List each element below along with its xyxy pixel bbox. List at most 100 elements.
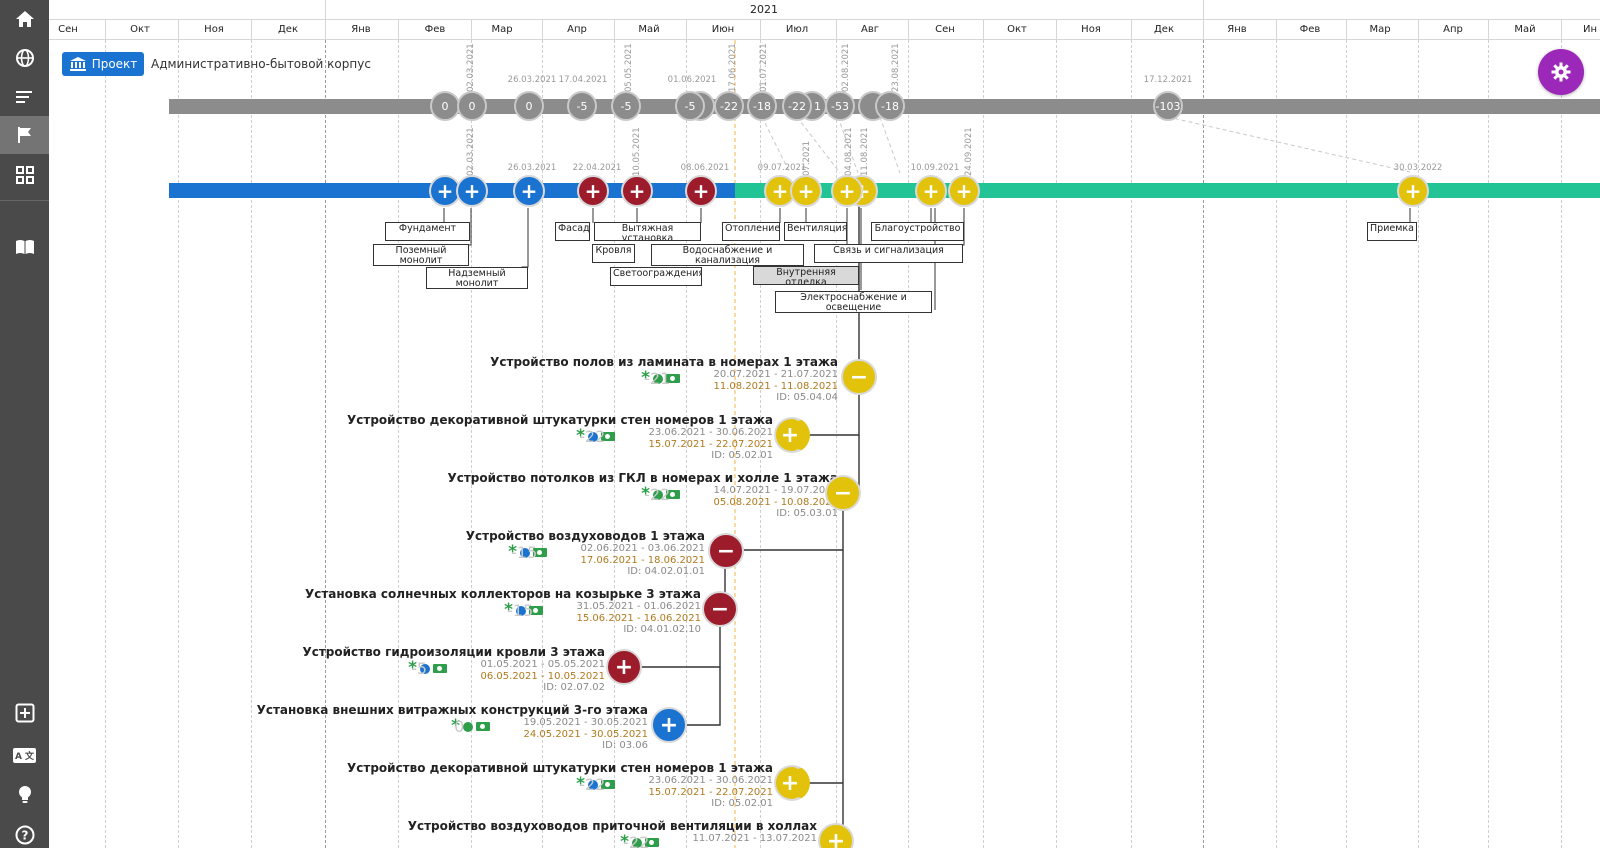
milestone-marker[interactable]: + [948,175,980,207]
month-gridline [686,40,687,848]
task-toggle-button[interactable]: − [825,475,861,511]
deviation-date: 02.03.2021 [466,43,476,92]
month-tick [760,19,761,40]
task-toggle-button[interactable]: − [702,591,738,627]
help-icon[interactable]: ? [0,816,49,848]
milestone-label[interactable]: Связь и сигнализация [814,244,963,263]
settings-button[interactable] [1538,49,1584,95]
task-deviation: -15 [511,543,538,562]
task-title[interactable]: Устройство гидроизоляции кровли 3 этажа [302,645,605,659]
task-deviation: -5 [411,659,428,678]
month-gridline [542,40,543,848]
month-gridline [836,40,837,848]
milestone-label[interactable]: Приемка [1367,222,1417,241]
task-title[interactable]: Устройство полов из ламината в номерах 1… [490,355,838,369]
milestone-marker[interactable]: + [1397,175,1429,207]
task-title[interactable]: Установка солнечных коллекторов на козыр… [304,587,701,601]
milestone-marker[interactable]: + [831,175,863,207]
task-toggle-button[interactable]: + [774,765,810,801]
task-toggle-button[interactable]: + [606,649,642,685]
task-title[interactable]: Устройство воздуховодов приточной вентил… [407,819,817,833]
deviation-marker[interactable]: -53 [825,91,855,121]
milestone-marker[interactable]: + [577,175,609,207]
task-title[interactable]: Установка внешних витражных конструкций … [256,703,648,717]
task-title[interactable]: Устройство воздуховодов 1 этажа [465,529,705,543]
milestone-label[interactable]: Фундамент [385,222,470,241]
deviation-marker[interactable]: -5 [567,91,597,121]
task-title[interactable]: Устройство потолков из ГКЛ в номерах и х… [447,471,838,485]
milestone-label[interactable]: Фасад [555,222,590,241]
milestone-label[interactable]: Электроснабжение и освещение [775,291,932,313]
money-icon [601,432,615,441]
deviation-date: 17.12.2021 [1143,75,1193,85]
milestone-marker[interactable]: + [790,175,822,207]
list-icon[interactable] [0,78,49,116]
month-tick [1561,19,1562,40]
task-toggle-button[interactable]: + [818,823,854,848]
milestone-label[interactable]: Поземный монолит [373,244,469,266]
deviation-marker[interactable]: 0 [430,91,460,121]
task-status-icons: *-15 [504,601,543,620]
deviation-marker[interactable]: -22 [782,91,812,121]
milestone-marker[interactable]: + [915,175,947,207]
add-box-icon[interactable] [0,694,49,732]
grid-icon[interactable] [0,156,49,194]
lightbulb-icon[interactable] [0,776,49,814]
milestone-marker[interactable]: + [621,175,653,207]
milestone-label[interactable]: Светоограждения [610,267,702,286]
milestone-label[interactable]: Надземный монолит [426,267,528,289]
milestone-label[interactable]: Кровля [592,244,635,263]
svg-text:?: ? [21,829,28,843]
money-icon [533,548,547,557]
month-label: Дек [1153,24,1175,35]
task-fact-dates: 11.08.2021 - 11.08.2021 [713,380,838,392]
deviation-marker[interactable]: 0 [514,91,544,121]
month-tick [686,19,687,40]
milestone-marker[interactable]: + [685,175,717,207]
deviation-marker[interactable]: -18 [875,91,905,121]
milestone-date: 26.03.2021 [507,163,557,173]
milestone-label[interactable]: Вытяжная установка [594,222,701,241]
milestone-label[interactable]: Вентиляция [784,222,847,241]
globe-icon[interactable] [0,39,49,77]
deviation-marker[interactable]: 0 [457,91,487,121]
month-label: Июн [711,24,735,35]
milestone-label[interactable]: Внутренняя отделка [753,266,859,285]
task-fact-dates: 17.06.2021 - 18.06.2021 [580,554,705,566]
deviation-marker[interactable]: -5 [675,91,705,121]
deviation-marker[interactable]: -18 [747,91,777,121]
task-title[interactable]: Устройство декоративной штукатурки стен … [347,761,773,775]
asterisk-icon: * [641,484,650,504]
milestone-date: 08.06.2021 [680,163,730,173]
deviation-marker[interactable]: -5 [611,91,641,121]
month-tick [105,19,106,40]
month-gridline [105,40,106,848]
task-toggle-button[interactable]: − [708,533,744,569]
month-gridline [1056,40,1057,848]
task-title[interactable]: Устройство декоративной штукатурки стен … [347,413,773,427]
task-status-icons: *0 [451,717,490,736]
status-dot-icon [463,721,473,732]
milestone-label[interactable]: Отопление [722,222,780,241]
flag-icon[interactable] [0,116,49,154]
milestone-label[interactable]: Водоснабжение и канализация [651,244,804,266]
book-icon[interactable] [0,228,49,266]
deviation-date: 26.03.2021 [507,75,557,85]
milestone-label[interactable]: Благоустройство [871,222,964,241]
month-tick [1131,19,1132,40]
milestone-marker[interactable]: + [513,175,545,207]
task-toggle-button[interactable]: + [774,417,810,453]
task-toggle-button[interactable]: − [841,359,877,395]
task-fact-dates: 15.06.2021 - 16.06.2021 [576,612,701,624]
milestone-marker[interactable]: + [456,175,488,207]
translate-icon[interactable]: A 文 [0,736,49,774]
milestone-date: 24.09.2021 [964,127,974,176]
project-button-label: Проект [91,57,138,71]
project-button[interactable]: Проект [62,52,144,76]
month-gridline [614,40,615,848]
task-toggle-button[interactable]: + [651,707,687,743]
deviation-marker[interactable]: -22 [714,91,744,121]
home-icon[interactable] [0,0,49,38]
deviation-marker[interactable]: -103 [1153,91,1183,121]
